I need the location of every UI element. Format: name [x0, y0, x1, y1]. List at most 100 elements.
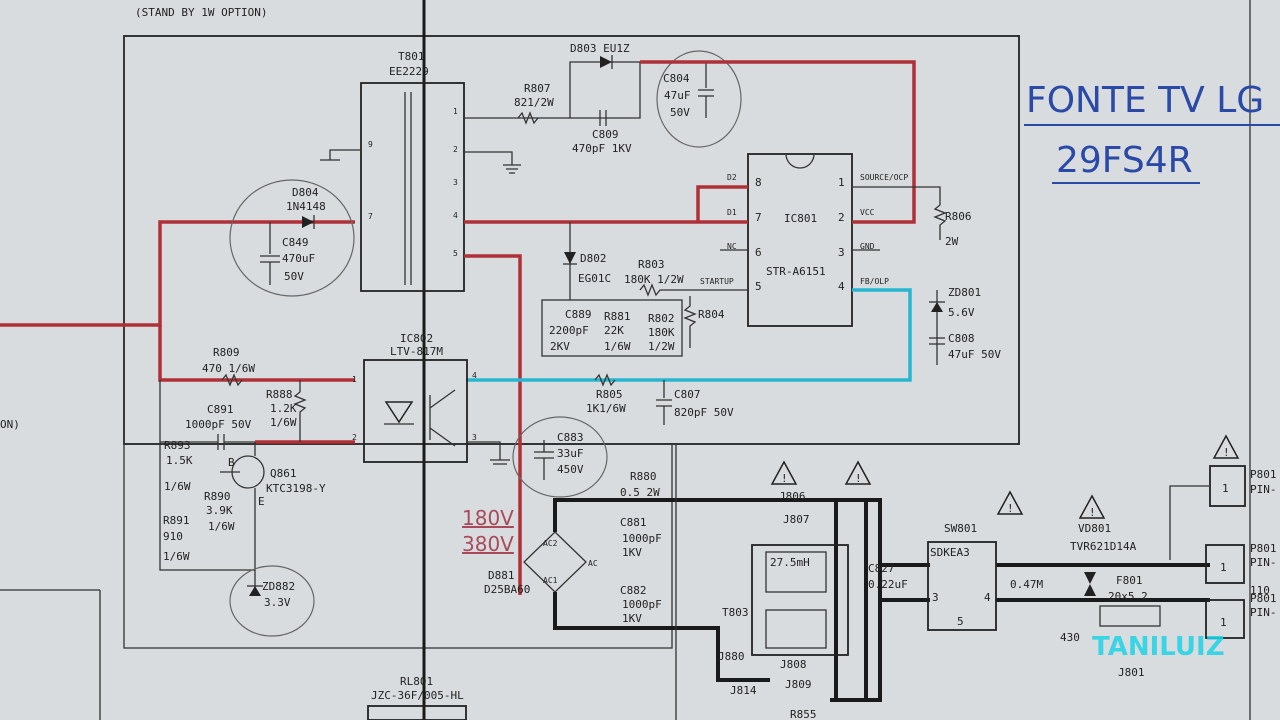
svg-text:VCC: VCC: [860, 208, 875, 217]
snubber-wires: [464, 61, 641, 119]
title-underline-1: [1024, 124, 1280, 126]
title-line-2: 29FS4R: [1056, 140, 1193, 181]
svg-text:D25BA60: D25BA60: [484, 583, 530, 596]
t801-transformer: [360, 82, 465, 292]
t801-ref: T801: [398, 50, 425, 63]
svg-text:R855: R855: [790, 708, 817, 720]
svg-text:!: !: [1007, 502, 1014, 515]
svg-text:1N4148: 1N4148: [286, 200, 326, 213]
svg-text:910: 910: [163, 530, 183, 543]
svg-text:VD801: VD801: [1078, 522, 1111, 535]
aux-trace: [0, 220, 355, 327]
ground-symbol-2: [320, 149, 361, 161]
svg-text:0.22uF: 0.22uF: [868, 578, 908, 591]
svg-text:2: 2: [453, 145, 458, 154]
left-edge-note: ON): [0, 418, 20, 431]
svg-text:STARTUP: STARTUP: [700, 277, 734, 286]
svg-text:P801: P801: [1250, 542, 1277, 555]
svg-text:JZC-36F/005-HL: JZC-36F/005-HL: [371, 689, 464, 702]
svg-text:50V: 50V: [670, 106, 690, 119]
svg-text:J880: J880: [718, 650, 745, 663]
standby-frame: [123, 35, 1020, 445]
svg-text:3: 3: [472, 433, 477, 442]
svg-text:T803: T803: [722, 606, 749, 619]
svg-text:821/2W: 821/2W: [514, 96, 554, 109]
svg-text:R807: R807: [524, 82, 551, 95]
ac-input-trace-a: [553, 498, 882, 702]
svg-text:1: 1: [1220, 561, 1227, 574]
r888-resistor: [293, 380, 307, 442]
vcc-trace: [640, 60, 916, 224]
svg-text:47uF 50V: 47uF 50V: [948, 348, 1001, 361]
svg-text:R893: R893: [164, 439, 191, 452]
svg-text:2: 2: [352, 433, 357, 442]
svg-text:1: 1: [453, 107, 458, 116]
zd882-highlight: [229, 565, 315, 637]
svg-text:TVR621D14A: TVR621D14A: [1070, 540, 1137, 553]
svg-text:R806: R806: [945, 210, 972, 223]
t801-type: EE2229: [389, 65, 429, 78]
svg-text:3: 3: [932, 591, 939, 604]
title-underline-2: [1052, 182, 1200, 184]
svg-text:1KV: 1KV: [622, 546, 642, 559]
svg-text:180K: 180K: [648, 326, 675, 339]
c804-highlight: [656, 50, 742, 148]
ground-symbol: [464, 151, 521, 174]
svg-text:R891: R891: [163, 514, 190, 527]
svg-text:P801: P801: [1250, 468, 1277, 481]
c883-cap: [534, 440, 554, 480]
svg-text:R881: R881: [604, 310, 631, 323]
svg-text:!: !: [781, 472, 788, 485]
svg-text:0.5 2W: 0.5 2W: [620, 486, 660, 499]
svg-text:1000pF: 1000pF: [622, 532, 662, 545]
svg-text:PIN-: PIN-: [1250, 606, 1277, 619]
r804-resistor: [683, 296, 697, 348]
svg-text:470uF: 470uF: [282, 252, 315, 265]
svg-text:AC1: AC1: [543, 576, 558, 585]
svg-text:ZD801: ZD801: [948, 286, 981, 299]
svg-text:C889: C889: [565, 308, 592, 321]
svg-text:RL801: RL801: [400, 675, 433, 688]
svg-text:1KV: 1KV: [622, 612, 642, 625]
svg-text:!: !: [1223, 446, 1230, 459]
voltage-380v: 380V: [462, 532, 514, 556]
svg-text:F801: F801: [1116, 574, 1143, 587]
svg-text:820pF 50V: 820pF 50V: [674, 406, 734, 419]
svg-text:4: 4: [984, 591, 991, 604]
svg-text:1/6W: 1/6W: [163, 550, 190, 563]
svg-text:NC: NC: [727, 242, 737, 251]
svg-text:1/6W: 1/6W: [164, 480, 191, 493]
svg-text:KTC3198-Y: KTC3198-Y: [266, 482, 326, 495]
svg-text:470pF 1KV: 470pF 1KV: [572, 142, 632, 155]
svg-text:R880: R880: [630, 470, 657, 483]
svg-text:1/6W: 1/6W: [270, 416, 297, 429]
svg-text:1.5K: 1.5K: [166, 454, 193, 467]
svg-text:C881: C881: [620, 516, 647, 529]
hv-trace: [464, 254, 522, 595]
svg-text:C804: C804: [663, 72, 690, 85]
svg-text:C808: C808: [948, 332, 975, 345]
c849-cap: [260, 222, 280, 285]
svg-text:C882: C882: [620, 584, 647, 597]
svg-text:5: 5: [755, 280, 762, 293]
svg-text:R890: R890: [204, 490, 231, 503]
svg-text:SOURCE/OCP: SOURCE/OCP: [860, 173, 908, 182]
clamp-network: [541, 299, 683, 357]
svg-text:C809: C809: [592, 128, 619, 141]
svg-text:SW801: SW801: [944, 522, 977, 535]
svg-text:J809: J809: [785, 678, 812, 691]
d804-diode: [302, 216, 314, 228]
svg-text:R802: R802: [648, 312, 675, 325]
svg-text:C849: C849: [282, 236, 309, 249]
svg-text:1/6W: 1/6W: [604, 340, 631, 353]
svg-text:0.47M: 0.47M: [1010, 578, 1043, 591]
svg-text:B: B: [228, 456, 235, 469]
d802-diode: [564, 252, 576, 264]
svg-text:3.9K: 3.9K: [206, 504, 233, 517]
warning-icon: !: [1078, 494, 1106, 519]
voltage-180v: 180V: [462, 506, 514, 530]
svg-text:R888: R888: [266, 388, 293, 401]
svg-text:J814: J814: [730, 684, 757, 697]
c883-highlight: [512, 416, 608, 498]
